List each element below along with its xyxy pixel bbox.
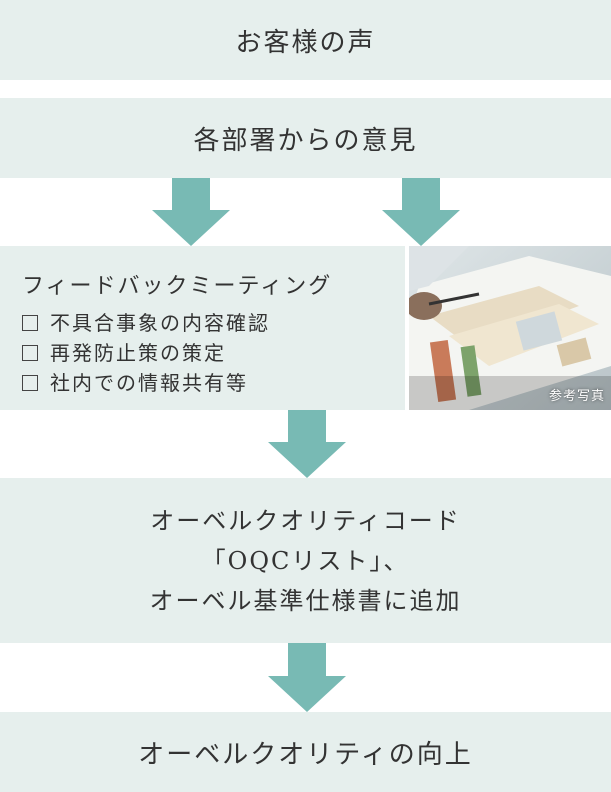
- oqc-line-2: 「OQCリスト」、: [201, 546, 410, 575]
- oqc-line-1: オーベルクオリティコード: [150, 506, 461, 535]
- reference-photo: 参考写真: [409, 246, 611, 410]
- step-customer-voice-label: お客様の声: [235, 27, 376, 58]
- step-quality-improvement-label: オーベルクオリティの向上: [138, 739, 473, 770]
- checkbox-icon: [22, 375, 38, 391]
- feedback-item-label: 不具合事象の内容確認: [50, 311, 270, 335]
- arrow-down-icon: [268, 410, 346, 478]
- feedback-meeting-title: フィードバックミーティング: [22, 274, 333, 299]
- step-department-opinions: 各部署からの意見: [0, 98, 611, 178]
- feedback-item-label: 社内での情報共有等: [50, 371, 248, 395]
- step-department-opinions-label: 各部署からの意見: [193, 125, 418, 156]
- step-oqc: オーベルクオリティコード 「OQCリスト」、 オーベル基準仕様書に追加: [0, 478, 611, 643]
- checkbox-icon: [22, 315, 38, 331]
- arrow-down-icon: [152, 178, 230, 246]
- feedback-item: 不具合事象の内容確認: [22, 308, 332, 338]
- step-feedback-meeting: フィードバックミーティング 不具合事象の内容確認 再発防止策の策定 社内での情報…: [0, 246, 405, 410]
- feedback-item-label: 再発防止策の策定: [50, 341, 226, 365]
- step-quality-improvement: オーベルクオリティの向上: [0, 712, 611, 792]
- feedback-item: 社内での情報共有等: [22, 368, 332, 398]
- arrow-down-icon: [382, 178, 460, 246]
- checkbox-icon: [22, 345, 38, 361]
- oqc-line-3: オーベル基準仕様書に追加: [149, 586, 462, 615]
- photo-caption: 参考写真: [548, 389, 605, 404]
- feedback-item: 再発防止策の策定: [22, 338, 332, 368]
- arrow-down-icon: [268, 643, 346, 712]
- step-customer-voice: お客様の声: [0, 0, 611, 80]
- reference-photo-image: [409, 246, 611, 410]
